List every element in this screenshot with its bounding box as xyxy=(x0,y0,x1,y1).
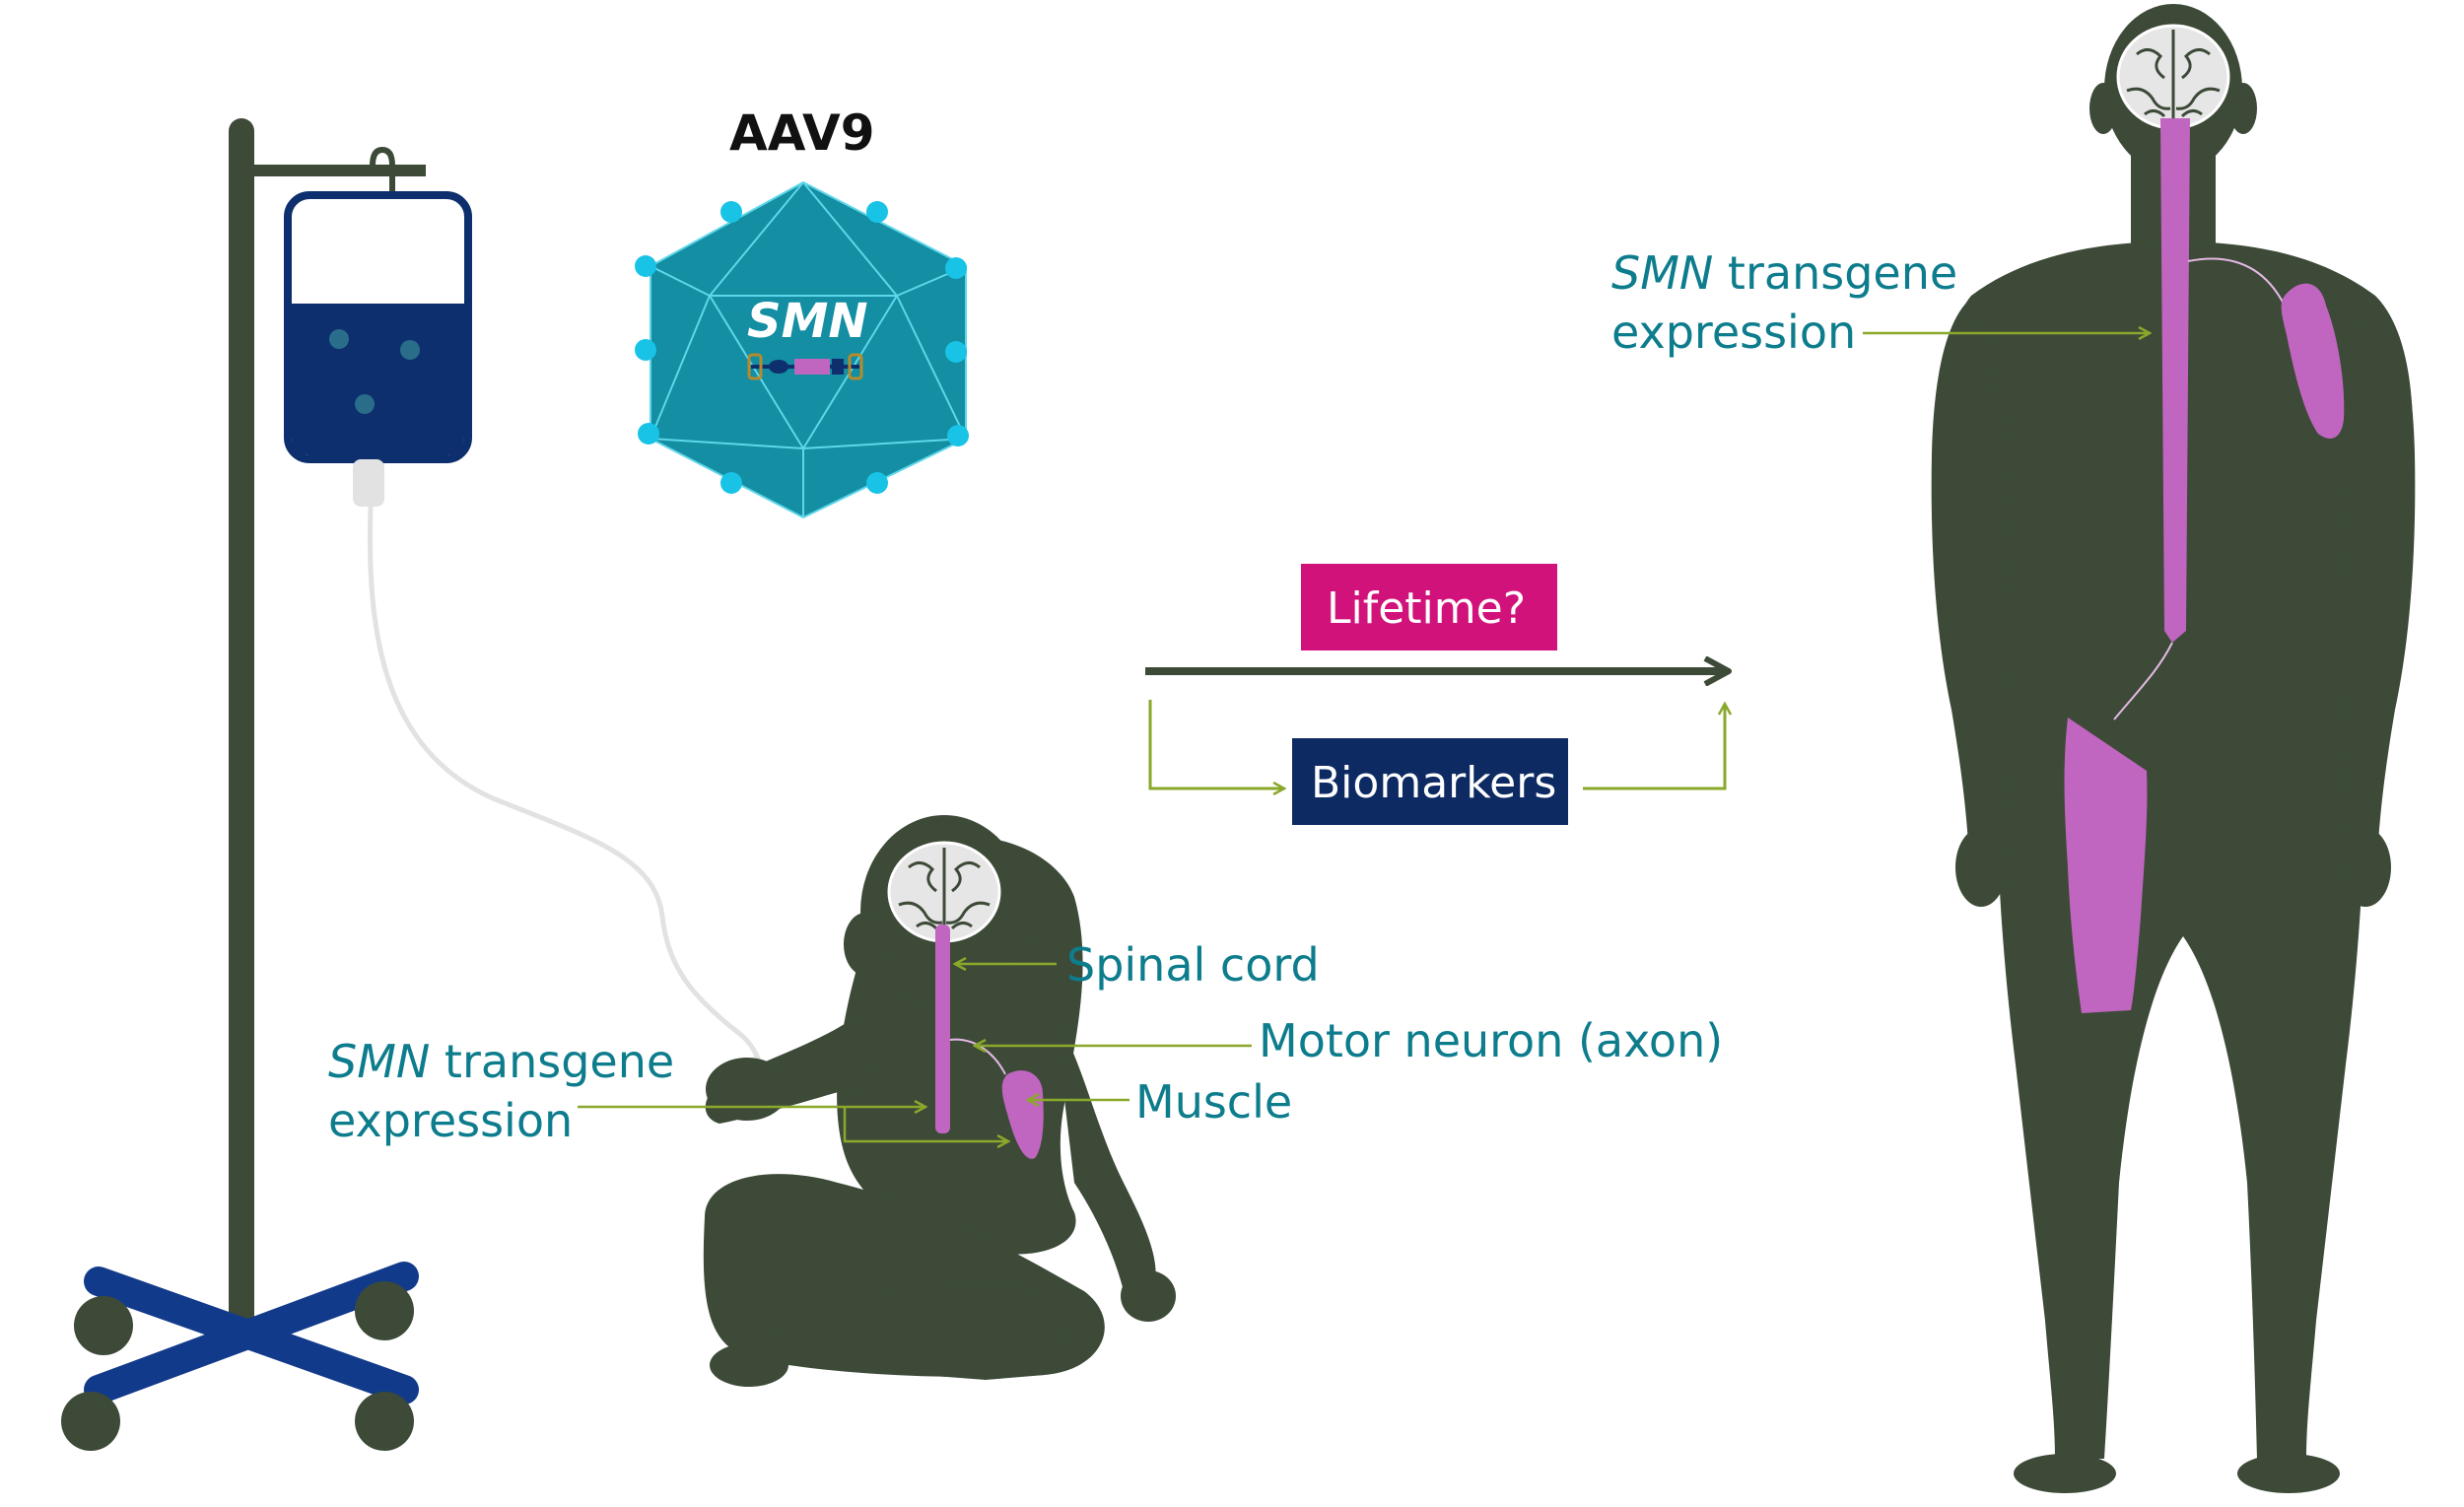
capsid-vertex-dots xyxy=(635,201,969,494)
biomarker-arrows xyxy=(1148,700,1725,788)
adult-expression-gene: SMN xyxy=(1611,246,1713,300)
adult-leg-muscle xyxy=(2064,718,2148,1013)
adult-motor-neuron-axon-arm xyxy=(2187,257,2286,307)
biomarkers-box xyxy=(1292,738,1568,825)
child-label-arrows xyxy=(578,964,1252,1141)
iv-stand xyxy=(61,118,426,1451)
adult-silhouette xyxy=(1931,4,2416,1493)
child-expression-gene: SMN xyxy=(328,1035,430,1088)
iv-tube xyxy=(367,506,767,1090)
adult-brain-icon xyxy=(2116,24,2230,130)
transgene-cassette-icon xyxy=(747,353,863,380)
label-motor-neuron: Motor neuron (axon) xyxy=(1259,1014,1723,1067)
child-brain-icon xyxy=(887,841,1001,943)
aav9-title: AAV9 xyxy=(729,104,875,162)
aav9-capsid: SMN xyxy=(635,180,969,519)
adult-motor-neuron-axon-leg xyxy=(2113,642,2173,720)
label-spinal-cord: Spinal cord xyxy=(1066,938,1320,992)
label-child-expression-line2: expression xyxy=(328,1094,573,1147)
label-child-expression: SMN transgene xyxy=(328,1035,674,1088)
virus-particle-icon xyxy=(329,329,420,414)
child-spinal-cord xyxy=(935,925,950,1133)
adult-expression-rest: transgene xyxy=(1713,246,1957,300)
label-adult-expression: SMN transgene xyxy=(1611,246,1957,300)
capsid-smn-label: SMN xyxy=(747,294,868,349)
child-expression-rest: transgene xyxy=(430,1035,674,1088)
wheel-4 xyxy=(355,1392,414,1451)
iv-bag xyxy=(284,146,472,507)
lifetime-box xyxy=(1301,564,1557,651)
child-muscle xyxy=(1001,1070,1044,1159)
biomarkers-text: Biomarkers xyxy=(1311,758,1556,808)
wheel-1 xyxy=(74,1296,133,1355)
wheel-2 xyxy=(355,1281,414,1340)
label-muscle: Muscle xyxy=(1135,1075,1292,1129)
adult-arm-muscle xyxy=(2281,283,2345,439)
adult-spinal-cord xyxy=(2160,118,2190,643)
lifetime-text: Lifetime? xyxy=(1327,583,1526,634)
label-adult-expression-line2: expression xyxy=(1611,306,1856,359)
wheel-3 xyxy=(61,1392,120,1451)
